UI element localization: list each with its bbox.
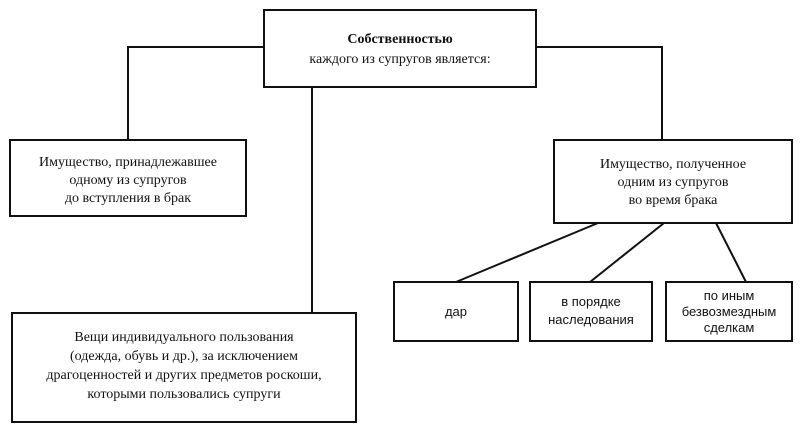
gift-node: дар xyxy=(393,281,519,342)
inheritance-line-2: наследования xyxy=(548,312,634,327)
root-title: Собственностью xyxy=(347,32,453,47)
gratuitous-transactions-node: по иным безвозмездным сделкам xyxy=(665,281,793,342)
marriage-acquired-line-3: во время брака xyxy=(629,193,719,208)
marriage-acquired-property-node: Имущество, полученное одним из супругов … xyxy=(553,139,793,224)
gratuitous-line-1: по иным xyxy=(704,288,755,303)
premarital-line-1: Имущество, принадлежавшее xyxy=(39,155,217,170)
connector-root-to-marriage-acquired xyxy=(536,46,663,140)
inheritance-line-1: в порядке xyxy=(561,294,621,309)
gratuitous-line-3: сделкам xyxy=(704,320,755,335)
connectors xyxy=(127,46,747,313)
personal-items-line-4: которыми пользовались супруги xyxy=(87,387,281,402)
connector-root-to-premarital xyxy=(127,46,264,140)
gratuitous-line-2: безвозмездным xyxy=(682,304,777,319)
personal-items-line-2: (одежда, обувь и др.), за исключением xyxy=(70,349,298,364)
marriage-acquired-line-1: Имущество, полученное xyxy=(600,157,746,172)
marriage-acquired-line-2: одним из супругов xyxy=(618,175,729,190)
connector-marriage-to-inheritance xyxy=(589,222,665,283)
gift-label: дар xyxy=(445,304,467,319)
root-subtitle: каждого из супругов является: xyxy=(309,52,490,67)
connector-marriage-to-gift xyxy=(455,222,599,283)
personal-items-line-3: драгоценностей и других предметов роскош… xyxy=(46,368,321,383)
personal-items-node: Вещи индивидуального пользования (одежда… xyxy=(11,312,357,423)
root-node: Собственностью каждого из супругов являе… xyxy=(263,9,537,88)
premarital-property-node: Имущество, принадлежавшее одному из супр… xyxy=(9,139,247,217)
personal-items-line-1: Вещи индивидуального пользования xyxy=(74,330,294,345)
premarital-line-2: одному из супругов xyxy=(69,173,187,188)
connector-marriage-to-gratuitous xyxy=(715,222,747,283)
inheritance-node: в порядке наследования xyxy=(529,281,653,342)
premarital-line-3: до вступления в брак xyxy=(65,191,191,206)
